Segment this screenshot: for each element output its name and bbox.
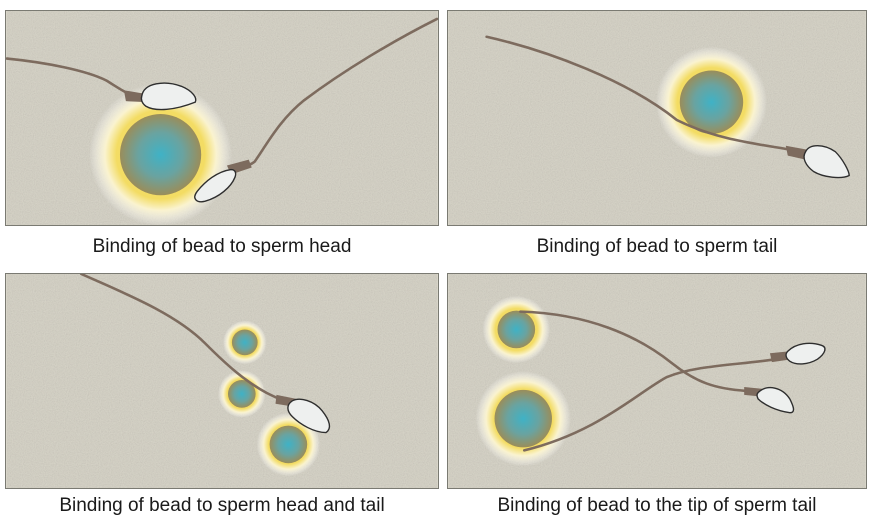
panel-head-and-tail-binding [5, 273, 439, 489]
bead-core [495, 390, 552, 447]
panel-tail-binding [447, 10, 867, 226]
bead-core [270, 426, 308, 464]
panel-head-and-tail-binding-illustration [6, 274, 438, 488]
bead-core [232, 329, 258, 355]
panel-head-binding-illustration [6, 11, 438, 225]
caption-tail-tip-binding: Binding of bead to the tip of sperm tail [442, 495, 871, 517]
panel-tail-binding-illustration [448, 11, 866, 225]
panel-tail-tip-binding-illustration [448, 274, 866, 488]
bead-core [120, 114, 201, 195]
panel-tail-tip-binding [447, 273, 867, 489]
bead-core [497, 311, 535, 349]
panel-head-binding [5, 10, 439, 226]
caption-tail-binding: Binding of bead to sperm tail [447, 236, 867, 258]
caption-head-and-tail-binding: Binding of bead to sperm head and tail [0, 495, 444, 517]
caption-head-binding: Binding of bead to sperm head [5, 236, 439, 258]
